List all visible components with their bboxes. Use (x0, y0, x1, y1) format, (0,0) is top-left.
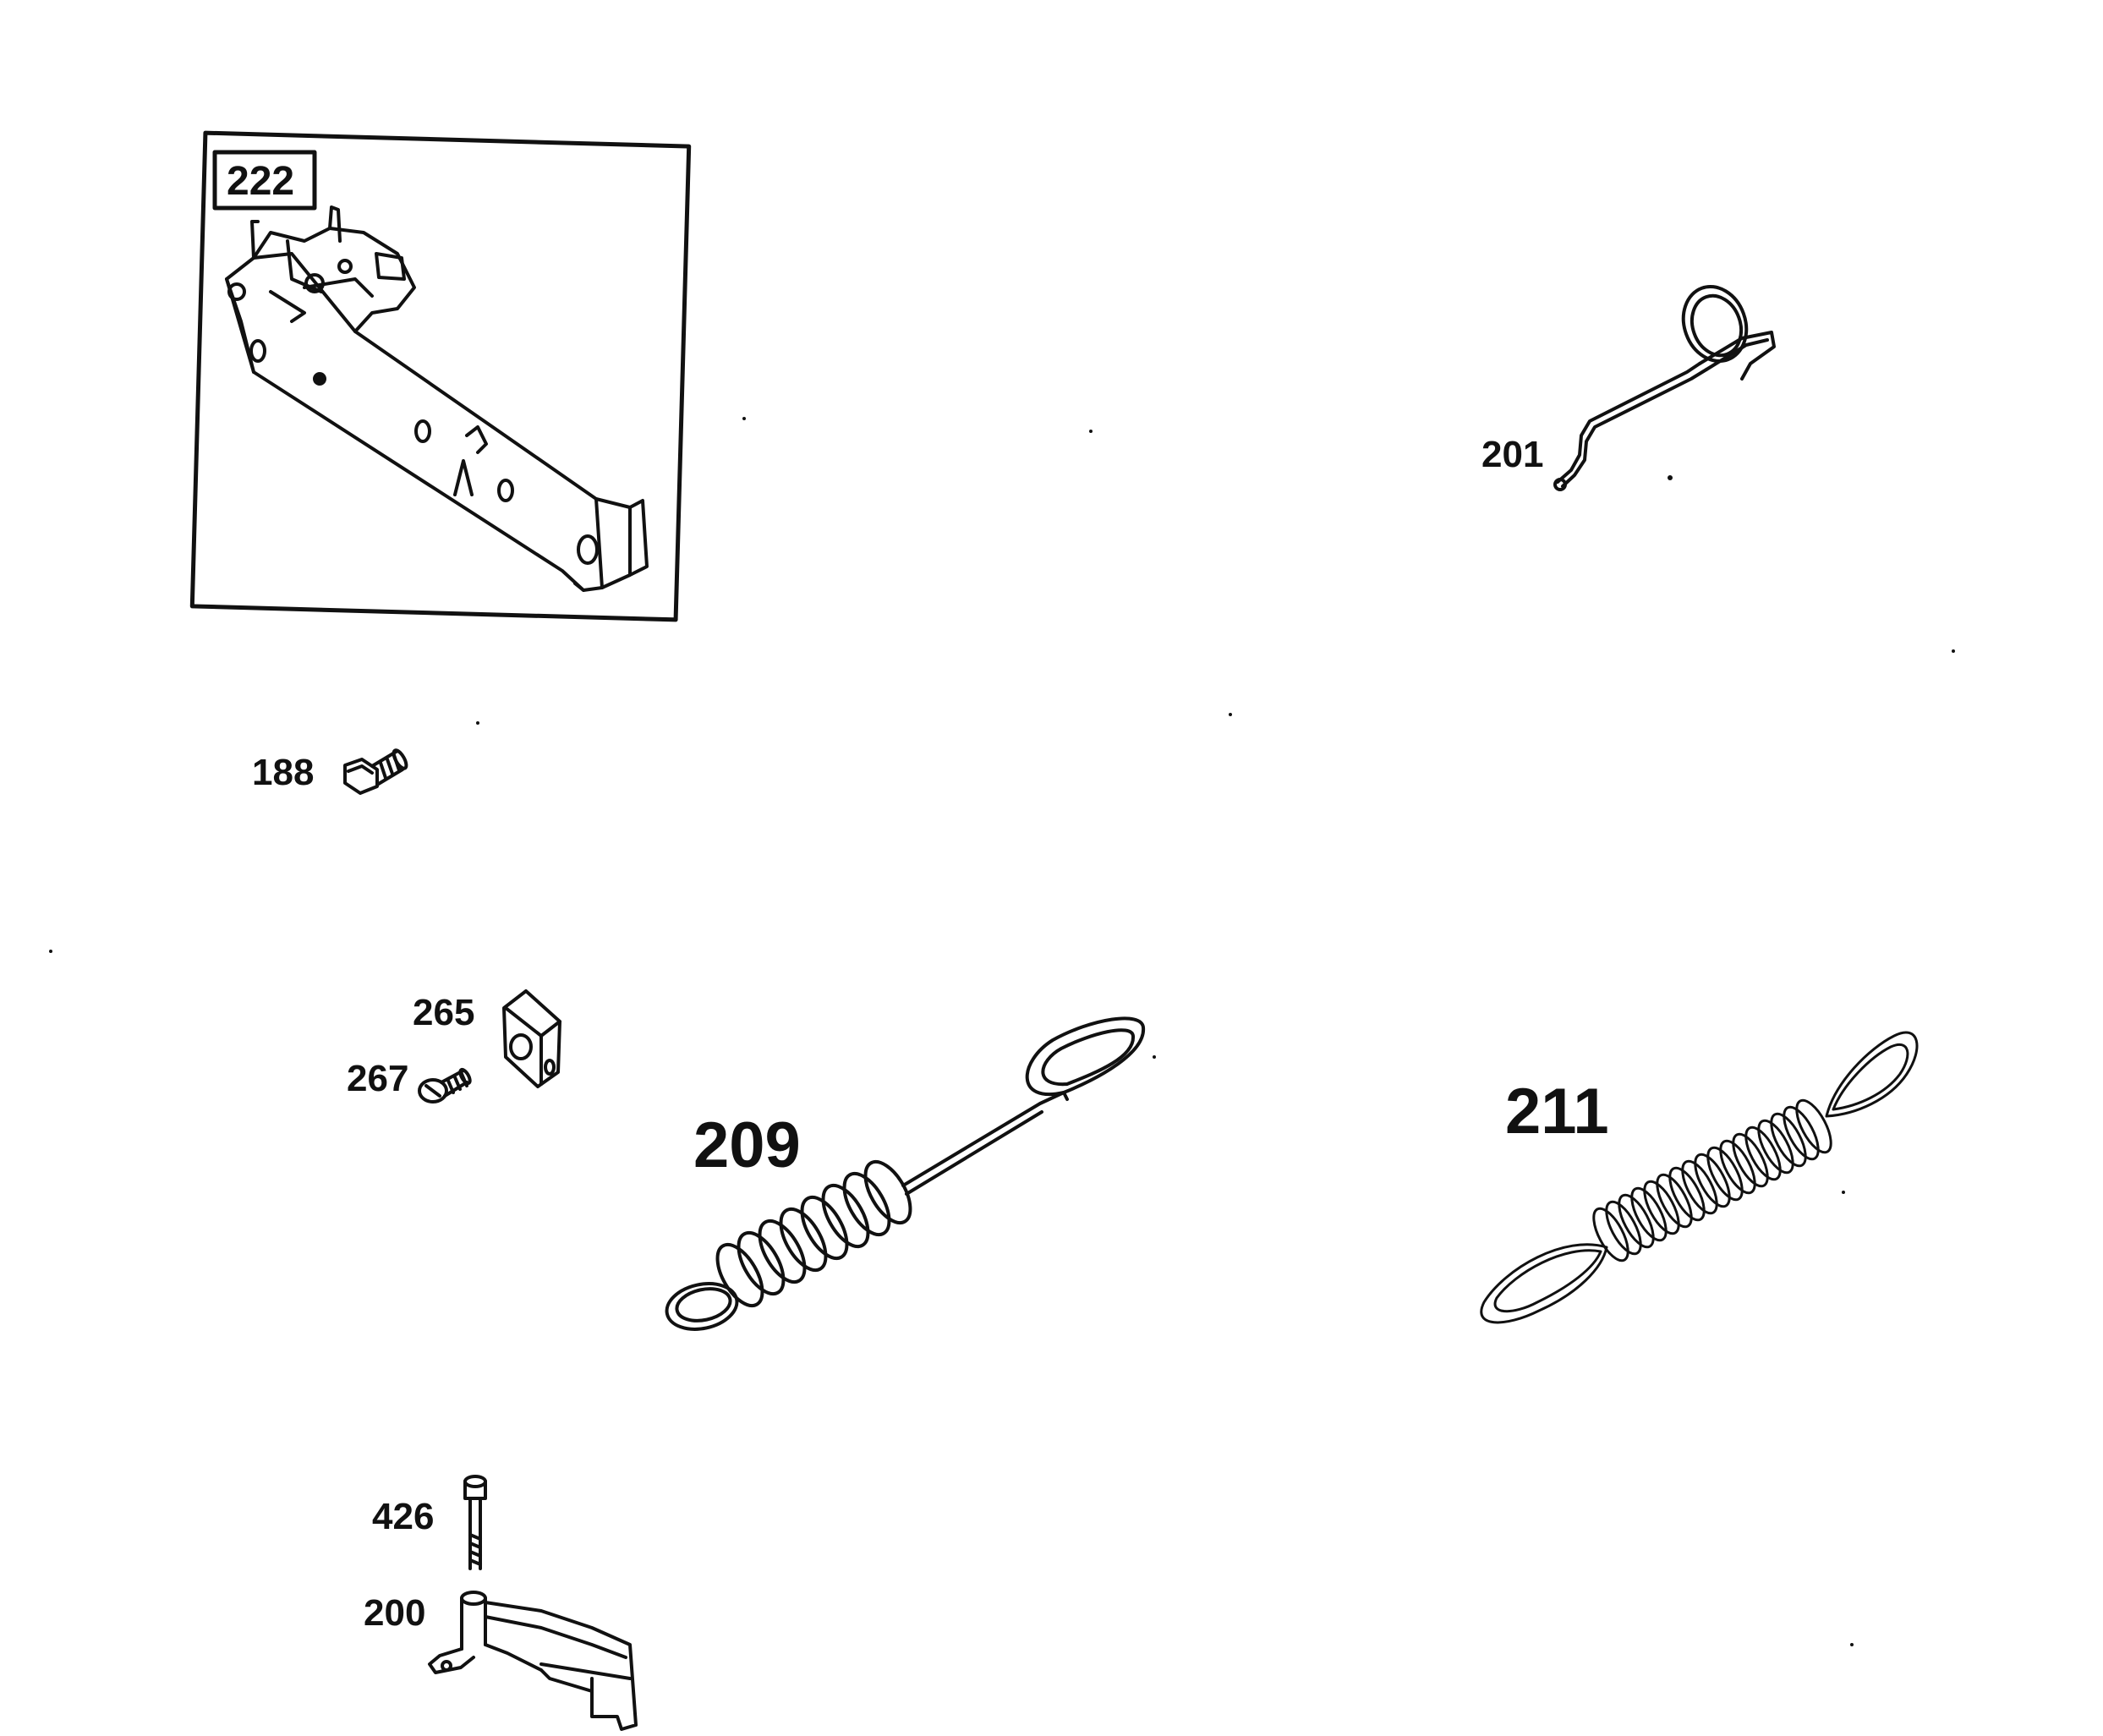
part-188-group: 188 (252, 748, 408, 795)
part-222-label: 222 (227, 159, 294, 204)
part-222-label-box (212, 150, 317, 211)
spring-209-illustration (665, 1016, 1146, 1331)
part-267-group: 267 (347, 1058, 472, 1103)
spring-clip-illustration (1553, 284, 1776, 491)
part-201-label: 201 (1481, 434, 1543, 475)
part-201-group: 201 (1481, 284, 1776, 491)
part-426-group: 426 (372, 1475, 487, 1570)
pin-426-illustration (463, 1475, 487, 1570)
spring-211-coils (1592, 1098, 1832, 1262)
part-426-label: 426 (372, 1496, 434, 1537)
part-265-group: 265 (413, 989, 561, 1088)
lever-200-illustration (428, 1591, 638, 1731)
part-211-group: 211 (1480, 1031, 1919, 1324)
part-200-label: 200 (364, 1592, 425, 1634)
screw-267-illustration (418, 1067, 472, 1103)
spring-211-illustration (1480, 1031, 1919, 1324)
part-267-label: 267 (347, 1058, 408, 1099)
part-209-group: 209 (665, 1016, 1146, 1331)
scan-speckles (49, 417, 1955, 1646)
part-222-group: 222 (189, 130, 692, 622)
bracket-illustration (225, 205, 649, 592)
bolt-188-illustration (343, 748, 408, 795)
part-211-label: 211 (1505, 1076, 1609, 1147)
part-200-group: 200 (364, 1591, 638, 1731)
part-265-label: 265 (413, 992, 474, 1033)
block-illustration (502, 989, 561, 1088)
part-222-frame (189, 130, 692, 622)
part-209-label: 209 (693, 1109, 801, 1181)
part-188-label: 188 (252, 752, 314, 793)
